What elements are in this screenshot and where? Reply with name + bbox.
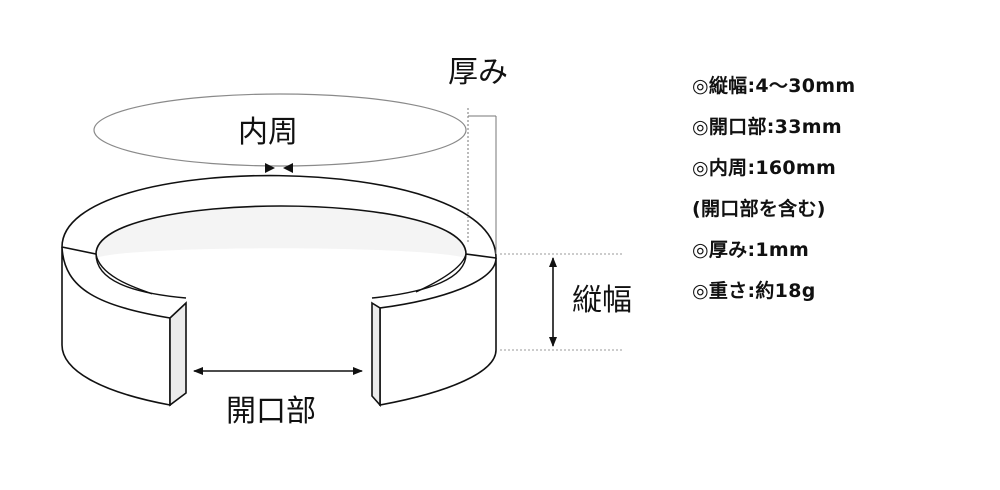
width-label: 縦幅 bbox=[572, 283, 632, 318]
inner-circumference-arrow-left bbox=[265, 163, 275, 173]
spec-inner-circumference: ◎内周:160mm bbox=[692, 157, 837, 179]
spec-weight: ◎重さ:約18g bbox=[692, 280, 816, 302]
spec-width: ◎縦幅:4〜30mm bbox=[692, 75, 856, 97]
bangle-right-rim-edge bbox=[371, 253, 467, 299]
spec-opening: ◎開口部:33mm bbox=[692, 116, 842, 138]
inner-circumference-ellipse bbox=[93, 93, 467, 167]
spec-inner-circumference-note: (開口部を含む) bbox=[692, 198, 826, 220]
bangle-inner-wall bbox=[96, 198, 466, 258]
thickness-label: 厚み bbox=[448, 55, 508, 90]
bangle-top-rim bbox=[61, 174, 497, 259]
spec-list: ◎縦幅:4〜30mm ◎開口部:33mm ◎内周:160mm (開口部を含む) … bbox=[692, 66, 992, 312]
bangle-left-rim-edge bbox=[95, 253, 187, 299]
bangle-left-cut-face bbox=[169, 301, 187, 407]
spec-thickness: ◎厚み:1mm bbox=[692, 239, 810, 261]
bangle-right-cut-face bbox=[371, 301, 381, 408]
inner-circumference-label: 内周 bbox=[238, 115, 298, 150]
opening-label: 開口部 bbox=[226, 394, 316, 429]
inner-circumference-arrow-right bbox=[283, 163, 293, 173]
bangle-inner-edge bbox=[95, 253, 467, 295]
bangle-left-side bbox=[61, 246, 171, 406]
bangle-right-side bbox=[379, 257, 497, 406]
